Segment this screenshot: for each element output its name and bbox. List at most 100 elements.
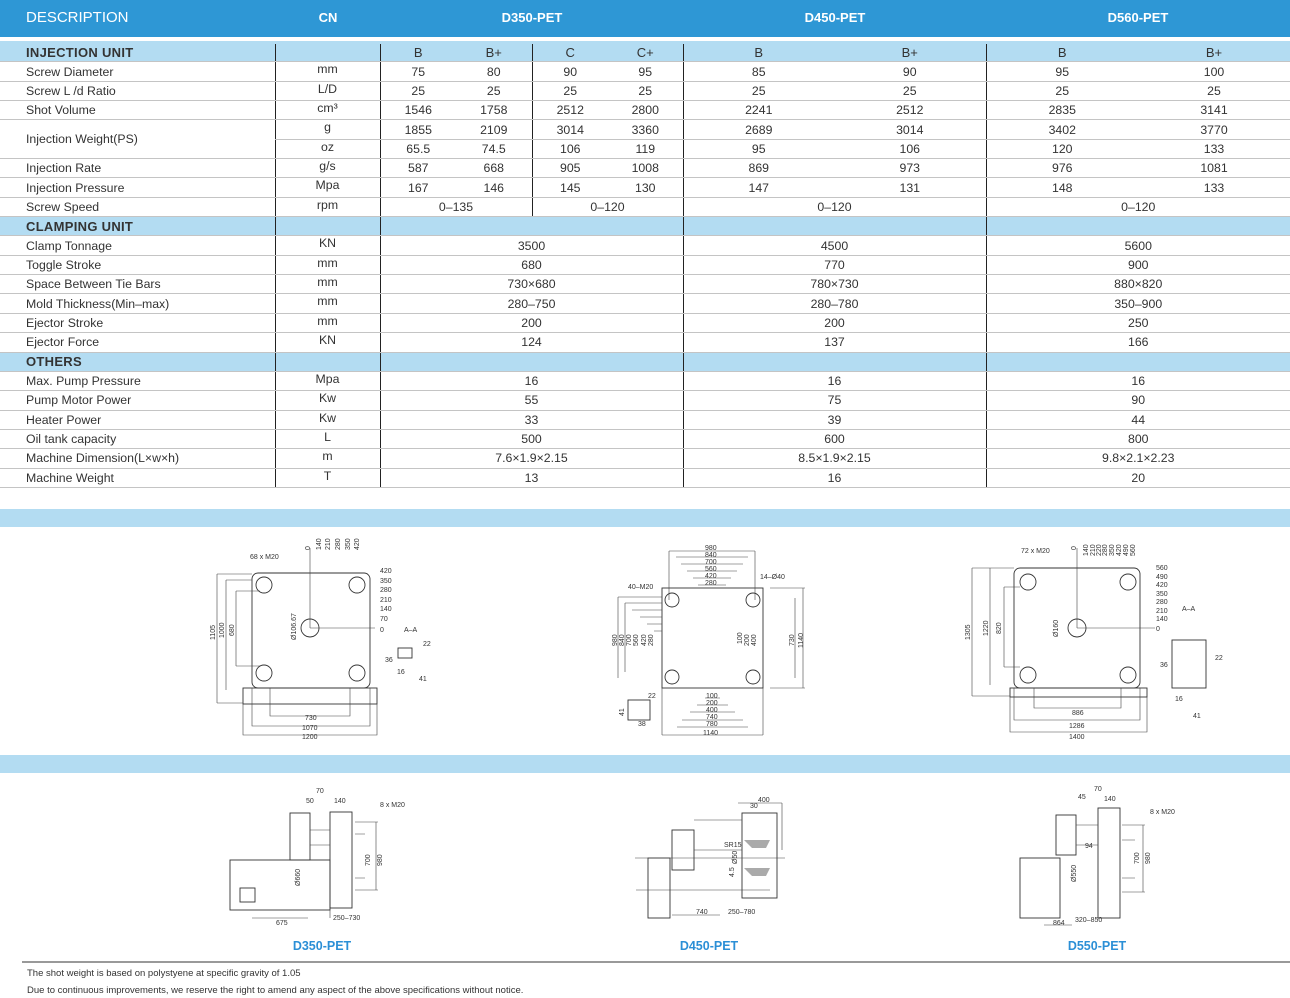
caption-d450: D450-PET	[679, 939, 739, 953]
caption-d550: D550-PET	[1067, 939, 1127, 953]
platen-drawing-d450	[617, 550, 805, 736]
spec-value: 25	[682, 81, 834, 102]
dimension-label: 280	[1102, 544, 1109, 556]
dimension-label: 140	[316, 538, 323, 550]
platen-drawing-d350	[216, 548, 413, 736]
spec-value: 131	[834, 177, 986, 198]
dimension-label: 320–850	[1075, 917, 1102, 924]
spec-label: Clamp Tonnage	[0, 235, 275, 256]
side-drawing-d550	[1019, 807, 1145, 926]
dimension-label: 16	[397, 669, 405, 676]
spec-value: 146	[456, 177, 532, 198]
spec-value: 133	[1138, 139, 1290, 160]
dimension-label: 22	[648, 693, 656, 700]
spec-unit: L/D	[274, 81, 380, 102]
dimension-label: 420	[641, 634, 648, 646]
dimension-label: 740	[696, 909, 708, 916]
spec-value: 25	[456, 81, 532, 102]
spec-value: 1855	[379, 119, 456, 140]
dimension-label: 36	[1160, 662, 1168, 669]
spec-label: Screw Speed	[0, 197, 275, 218]
dimension-label: 0	[305, 546, 312, 550]
variant-header: B+	[456, 40, 532, 63]
dimension-label: 280	[380, 587, 392, 594]
spec-value: 25	[985, 81, 1138, 102]
spec-value: 3141	[1138, 100, 1290, 121]
variant-header: C	[531, 40, 608, 63]
dimension-label: 730	[305, 715, 317, 722]
spec-value: 95	[682, 139, 834, 160]
section-band	[0, 509, 1290, 527]
spec-value: 3014	[834, 119, 986, 140]
section-empty-cell	[682, 216, 986, 237]
spec-unit: mm	[274, 61, 380, 82]
spec-value: 2689	[682, 119, 834, 140]
spec-value: 90	[531, 61, 608, 82]
spec-unit: g	[274, 119, 380, 140]
dimension-label: 350	[345, 538, 352, 550]
dimension-label: 400	[758, 797, 770, 804]
dimension-label: 980	[1145, 852, 1152, 864]
dimension-label: 220	[1096, 544, 1103, 556]
dimension-label: 70	[1094, 786, 1102, 793]
dimension-label: 210	[325, 538, 332, 550]
spec-value: 44	[985, 410, 1290, 430]
dimension-label: 280	[1156, 599, 1168, 606]
dimension-label: 700	[365, 854, 372, 866]
dimension-label: 280	[705, 580, 717, 587]
dimension-label: 94	[1085, 843, 1093, 850]
dimension-label: 420	[1116, 544, 1123, 556]
spec-value: 2109	[456, 119, 532, 140]
dimension-label: 210	[1090, 544, 1097, 556]
side-drawing-d350	[229, 811, 378, 919]
dimension-label: 22	[1215, 655, 1223, 662]
spec-value: 33	[379, 410, 683, 430]
spec-value: 80	[456, 61, 532, 82]
dimension-label: 68 x M20	[250, 554, 279, 561]
dimension-label: 100	[706, 693, 718, 700]
spec-label: Screw Diameter	[0, 61, 275, 82]
spec-value: 200	[682, 313, 986, 334]
spec-value: 600	[682, 429, 986, 450]
cn-heading: CN	[318, 10, 338, 25]
section-header-row: OTHERS	[0, 352, 1290, 372]
spec-value: 90	[834, 61, 986, 82]
dimension-label: 8 x M20	[380, 802, 405, 809]
spec-value: 730×680	[379, 274, 683, 295]
spec-value: 106	[834, 139, 986, 160]
spec-value: 3014	[531, 119, 608, 140]
spec-value: 500	[379, 429, 683, 450]
spec-value: 16	[682, 468, 986, 488]
spec-value: 95	[985, 61, 1138, 82]
spec-unit: cm³	[274, 100, 380, 121]
dimension-label: 41	[1193, 713, 1201, 720]
side-drawing-d450	[635, 802, 785, 919]
dimension-label: 210	[380, 597, 392, 604]
dimension-label: 420	[380, 568, 392, 575]
spec-value: 148	[985, 177, 1138, 198]
spec-value: 2241	[682, 100, 834, 121]
variant-header: B	[379, 40, 456, 63]
dimension-label: 840	[619, 634, 626, 646]
spec-value: 25	[608, 81, 683, 102]
spec-value: 905	[531, 158, 608, 179]
section-unit-cell	[274, 216, 380, 237]
spec-value: 3360	[608, 119, 683, 140]
spec-value: 25	[379, 81, 456, 102]
spec-label: Injection Pressure	[0, 177, 275, 198]
dimension-label: 560	[633, 634, 640, 646]
spec-value: 9.8×2.1×2.23	[985, 448, 1290, 469]
dimension-label: 140	[1104, 796, 1116, 803]
spec-value: 770	[682, 255, 986, 276]
spec-value: 124	[379, 332, 683, 353]
